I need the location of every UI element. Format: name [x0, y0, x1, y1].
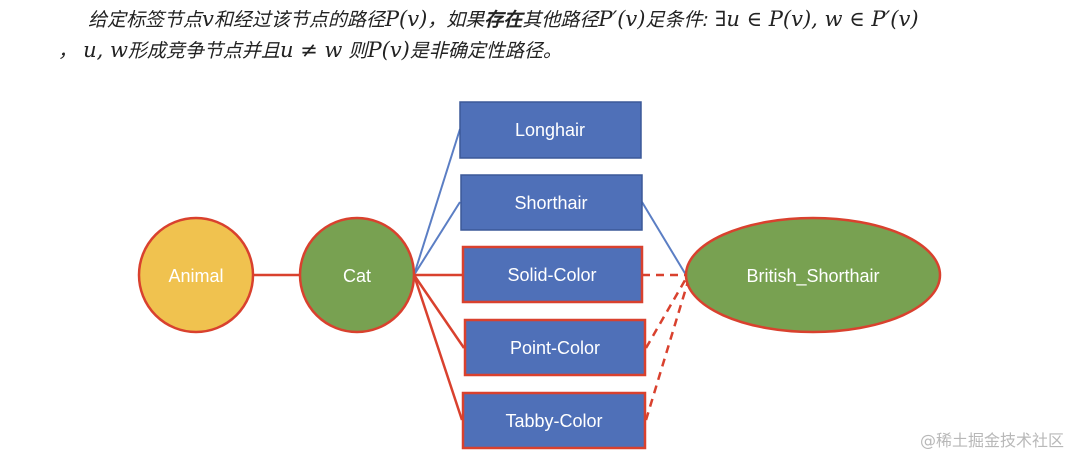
text-fragment: ，: [58, 40, 78, 62]
text-fragment: 足条件:: [645, 9, 715, 31]
node-shorthair: [460, 174, 643, 231]
edge-tabby-british-dashed: [644, 274, 692, 421]
node-point-color: [463, 318, 647, 377]
definition-text: 给定标签节点v和经过该节点的路径P(v)，如果存在其他路径P′(v)足条件: ∃…: [58, 4, 1068, 66]
node-solid-color-label: Solid-Color: [507, 265, 596, 285]
watermark: @稀土掘金技术社区: [919, 431, 1064, 450]
node-point-color-label: Point-Color: [510, 338, 600, 358]
node-cat-label: Cat: [343, 266, 371, 286]
node-cat: [298, 216, 416, 334]
text-fragment: 和经过该节点的路径: [213, 9, 385, 31]
emphasis-exists: 存在: [484, 9, 523, 31]
node-solid-color: [461, 245, 644, 304]
math-v: v: [202, 7, 214, 31]
node-british-shorthair: [684, 216, 942, 334]
math-neq: u ≠ w: [279, 38, 343, 62]
math-other-path: P′(v): [598, 7, 646, 31]
edge-cat-tabby-color: [412, 274, 464, 421]
edge-cat-longhair: [413, 128, 461, 276]
node-animal-label: Animal: [168, 266, 223, 286]
math-uw: u, w: [83, 38, 128, 62]
node-tabby-color: [461, 391, 647, 450]
definition-line-2: ， u, w形成竞争节点并且u ≠ w 则P(v)是非确定性路径。: [58, 35, 1068, 66]
math-condition: ∃u ∈ P(v), w ∈ P′(v): [714, 7, 919, 31]
node-tabby-color-label: Tabby-Color: [505, 411, 602, 431]
text-fragment: 其他路径: [522, 9, 599, 31]
node-animal: [137, 216, 255, 334]
math-path: P(v): [367, 38, 410, 62]
node-british-shorthair-label: British_Shorthair: [746, 266, 879, 287]
text-fragment: ，如果: [427, 9, 485, 31]
definition-line-1: 给定标签节点v和经过该节点的路径P(v)，如果存在其他路径P′(v)足条件: ∃…: [58, 4, 1068, 35]
edge-cat-point-color: [412, 274, 466, 349]
text-fragment: 则: [342, 40, 368, 62]
node-longhair: [459, 101, 642, 159]
node-shorthair-label: Shorthair: [514, 193, 587, 213]
math-path: P(v): [384, 7, 428, 31]
edge-shorthair-british: [641, 201, 687, 276]
edge-point-british-dashed: [644, 274, 690, 349]
text-fragment: 形成竞争节点并且: [127, 40, 280, 62]
text-fragment: 给定标签节点: [88, 9, 203, 31]
text-fragment: 是非确定性路径。: [409, 40, 562, 62]
node-longhair-label: Longhair: [515, 120, 585, 140]
edge-cat-shorthair: [413, 201, 461, 276]
